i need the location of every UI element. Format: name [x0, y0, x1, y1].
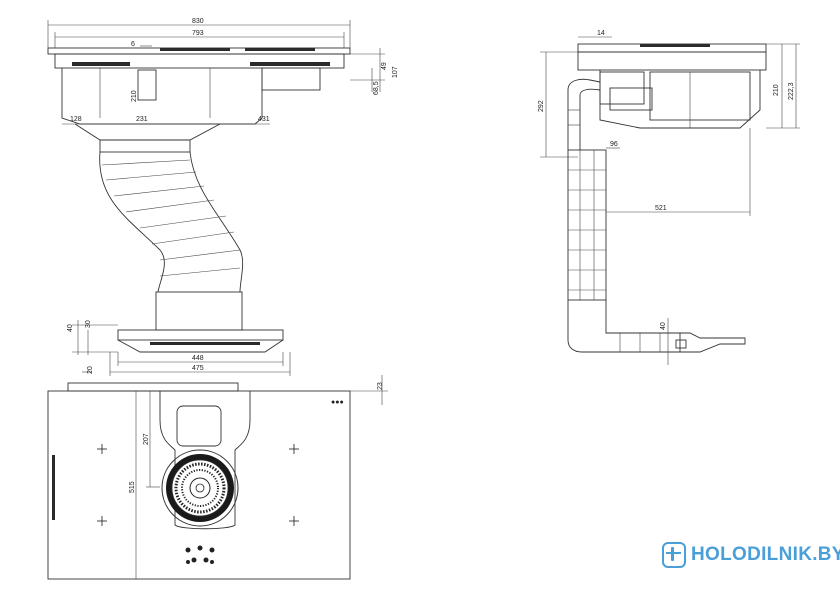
dim-plinth-h1: 40: [67, 324, 74, 332]
dim-side-depth-521: 521: [655, 205, 667, 212]
fan-icon: [161, 449, 239, 527]
front-view: 830 793 6 49 107 68,5 210: [47, 18, 399, 376]
dim-plinth-w1: 448: [192, 355, 204, 362]
dim-side-height-222: 222,3: [788, 82, 795, 100]
dim-side-top-small: 14: [597, 30, 605, 37]
dim-top-h1: 49: [381, 62, 388, 70]
dim-small-gap: 6: [131, 41, 135, 48]
vertical-duct-side: [567, 149, 607, 301]
slider-control-strip: [52, 455, 55, 520]
top-view: 20 23 ●●●: [47, 366, 388, 580]
dim-side-height-210: 210: [773, 84, 780, 96]
flexible-duct-front: [99, 151, 244, 293]
brand-mark-small: ●●●: [331, 399, 344, 406]
brand-text: HOLODILNIK.BY: [691, 544, 840, 565]
dim-left-offset: 128: [70, 116, 82, 123]
dim-top-depth-207: 207: [143, 433, 150, 445]
dim-total-width: 830: [192, 18, 204, 25]
brand-logo: HOLODILNIK.BY: [662, 542, 840, 568]
dim-top-right-23: 23: [377, 382, 384, 390]
dim-side-height-292: 292: [538, 100, 545, 112]
dim-top-h2: 107: [392, 66, 399, 78]
vent-slots-front: [72, 62, 330, 66]
dim-top-depth-515: 515: [129, 481, 136, 493]
dim-top-20: 20: [87, 366, 94, 374]
dim-hob-width: 793: [192, 30, 204, 37]
fridge-logo-icon: [662, 542, 686, 568]
dim-side-duct-offset: 96: [610, 141, 618, 148]
touch-control-dots: [185, 545, 215, 564]
zone-markers: [97, 444, 299, 526]
dim-mid-offset: 231: [136, 116, 148, 123]
dim-side-base-h: 40: [660, 322, 667, 330]
dim-plinth-h2: 30: [85, 320, 92, 328]
dim-offset: 68,5: [373, 81, 380, 95]
dim-right-offset: 431: [258, 116, 270, 123]
dim-plinth-w2: 475: [192, 365, 204, 372]
side-view: 14 292 210 222,3: [538, 30, 800, 365]
dim-inner-h: 210: [131, 90, 138, 102]
